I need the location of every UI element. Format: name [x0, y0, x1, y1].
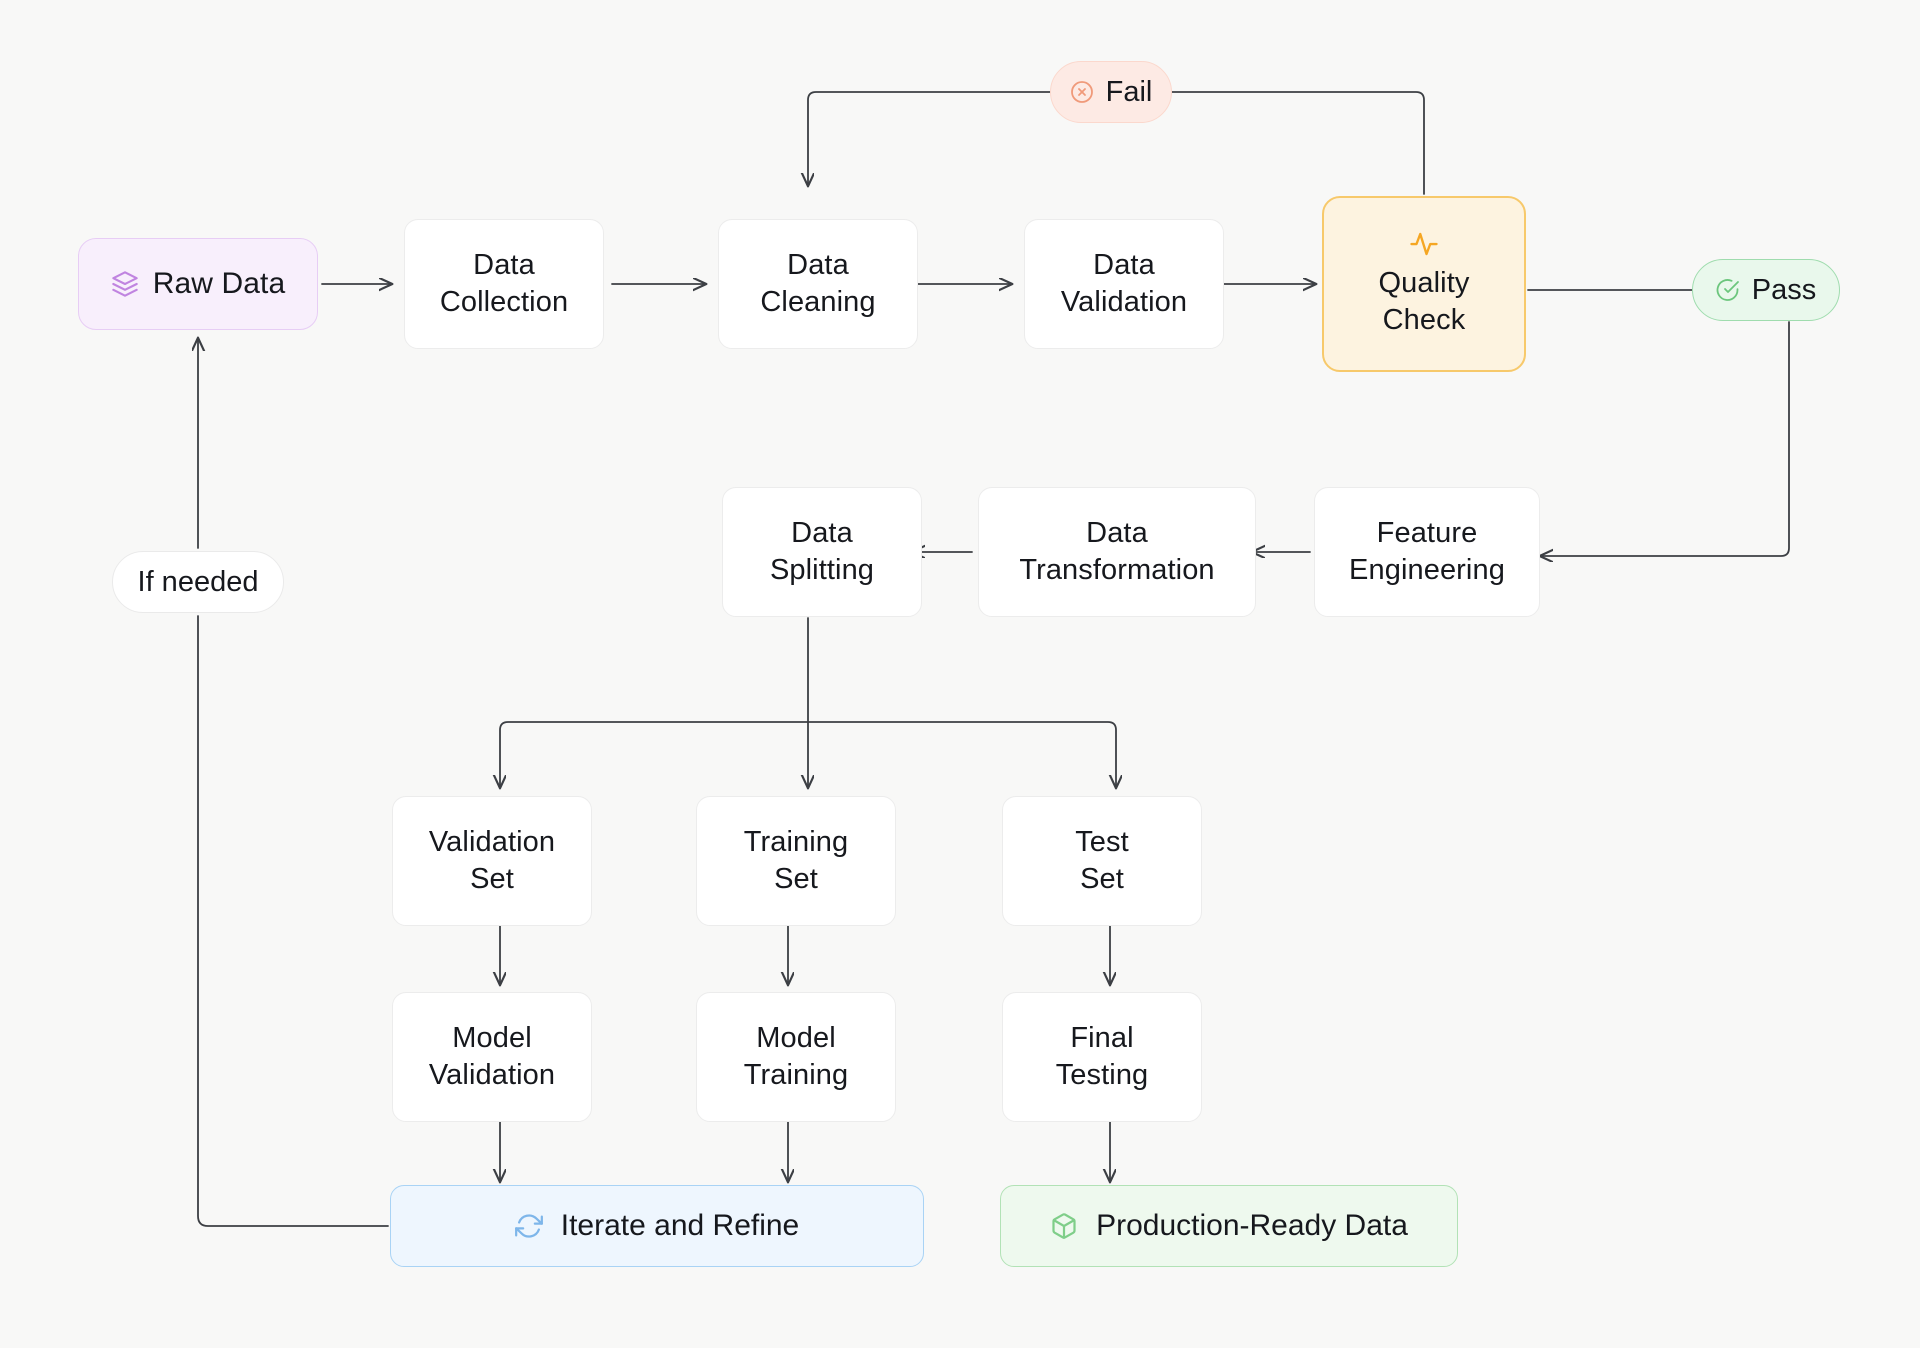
node-quality-check-label: Quality Check	[1378, 266, 1470, 336]
node-training-set[interactable]: Training Set	[696, 796, 896, 926]
package-icon	[1050, 1212, 1078, 1240]
edge-quality-to-fail	[1171, 91, 1425, 195]
node-final-testing[interactable]: Final Testing	[1002, 992, 1202, 1122]
edge-splitting-to-test-set	[807, 721, 1116, 788]
edge-pass-to-feature	[1540, 321, 1790, 556]
check-circle-icon	[1716, 278, 1740, 302]
node-data-splitting-label: Data Splitting	[769, 516, 875, 586]
x-circle-icon	[1070, 80, 1094, 104]
edge-splitting-to-validation-set	[500, 721, 809, 788]
node-validation-set[interactable]: Validation Set	[392, 796, 592, 926]
node-raw-data[interactable]: Raw Data	[78, 238, 318, 330]
edge-label-pass[interactable]: Pass	[1692, 259, 1840, 321]
node-feature-engineering[interactable]: Feature Engineering	[1314, 487, 1540, 617]
node-data-transformation-label: Data Transformation	[1019, 516, 1215, 586]
edge-label-pass-text: Pass	[1751, 273, 1817, 306]
node-data-cleaning[interactable]: Data Cleaning	[718, 219, 918, 349]
node-model-validation[interactable]: Model Validation	[392, 992, 592, 1122]
node-training-set-label: Training Set	[743, 825, 849, 895]
edge-label-if-needed[interactable]: If needed	[112, 551, 284, 613]
node-model-training-label: Model Training	[743, 1021, 849, 1091]
node-test-set-label: Test Set	[1075, 825, 1129, 895]
activity-icon	[1409, 229, 1439, 259]
node-iterate-and-refine[interactable]: Iterate and Refine	[390, 1185, 924, 1267]
refresh-icon	[514, 1212, 543, 1240]
node-quality-check[interactable]: Quality Check	[1322, 196, 1526, 372]
node-iterate-and-refine-label: Iterate and Refine	[560, 1209, 800, 1242]
node-final-testing-label: Final Testing	[1055, 1021, 1149, 1091]
edge-iterate-to-if-needed	[197, 615, 389, 1227]
edge-fail-to-cleaning	[808, 91, 1053, 186]
node-model-validation-label: Model Validation	[428, 1021, 556, 1091]
node-raw-data-label: Raw Data	[152, 266, 286, 300]
edge-label-if-needed-text: If needed	[137, 565, 259, 598]
node-data-validation[interactable]: Data Validation	[1024, 219, 1224, 349]
node-data-collection-label: Data Collection	[439, 248, 569, 318]
node-feature-engineering-label: Feature Engineering	[1349, 516, 1505, 586]
node-production-ready-data[interactable]: Production-Ready Data	[1000, 1185, 1458, 1267]
node-data-cleaning-label: Data Cleaning	[760, 248, 876, 318]
edge-label-fail[interactable]: Fail	[1050, 61, 1172, 123]
node-validation-set-label: Validation Set	[428, 825, 556, 895]
node-data-collection[interactable]: Data Collection	[404, 219, 604, 349]
layers-icon	[111, 270, 139, 298]
node-model-training[interactable]: Model Training	[696, 992, 896, 1122]
node-data-validation-label: Data Validation	[1060, 248, 1188, 318]
node-production-ready-data-label: Production-Ready Data	[1096, 1209, 1408, 1242]
node-data-splitting[interactable]: Data Splitting	[722, 487, 922, 617]
node-test-set[interactable]: Test Set	[1002, 796, 1202, 926]
node-data-transformation[interactable]: Data Transformation	[978, 487, 1256, 617]
edge-label-fail-text: Fail	[1105, 75, 1153, 108]
